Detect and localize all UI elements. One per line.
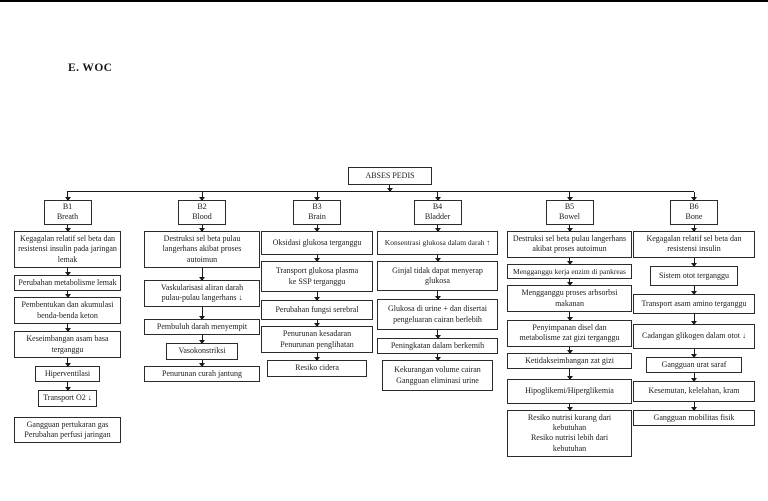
flow-box: Pembuluh darah menyempit bbox=[144, 318, 260, 336]
flow-box: Mengganggu proses arbsorbsi makanan bbox=[507, 285, 632, 313]
down-arrow-connector bbox=[566, 192, 573, 201]
flow-box: Vaskularisasi aliran darah pulau-pulau l… bbox=[144, 279, 260, 307]
down-arrow-connector bbox=[199, 359, 205, 367]
down-arrow-connector bbox=[314, 291, 320, 301]
down-arrow-connector bbox=[566, 257, 573, 265]
flow-box: Kegagalan relatif sel beta dan resistens… bbox=[633, 230, 755, 258]
flow-box: Konsentrasi glukosa dalam darah ↑ bbox=[377, 230, 498, 255]
down-arrow-connector bbox=[691, 314, 697, 326]
flow-box: Pembentukan dan akumulasi benda-benda ke… bbox=[14, 297, 121, 325]
down-arrow-connector bbox=[691, 257, 697, 267]
branch-header-b3: B3 Brain bbox=[293, 200, 341, 225]
flow-box: Ketidakseimbangan zat gizi bbox=[507, 352, 632, 370]
down-arrow-connector bbox=[199, 267, 205, 281]
branch-header-b1: B1 Breath bbox=[43, 200, 92, 225]
flow-box: Perubahan fungsi serebral bbox=[261, 299, 373, 321]
top-border-line bbox=[0, 0, 768, 2]
down-arrow-connector bbox=[566, 312, 573, 322]
flow-box: Resiko nutrisi kurang dari kebutuhan Res… bbox=[507, 409, 632, 458]
flow-box: Cadangan glikogen dalam otot ↓ bbox=[633, 324, 755, 349]
flow-box: Penurunan kesadaran Penurunan penglihata… bbox=[261, 326, 373, 354]
flow-box: Mengganggu kerja enzim di pankreas bbox=[507, 263, 632, 280]
flow-box: Gangguan pertukaran gas Perubahan perfus… bbox=[14, 416, 121, 444]
flow-box: Peningkatan dalam berkemih bbox=[377, 338, 498, 355]
flow-box: Vasokonstriksi bbox=[166, 343, 238, 360]
flow-box: Oksidasi glukosa terganggu bbox=[261, 230, 373, 256]
down-arrow-connector bbox=[434, 192, 441, 201]
flow-box: Penyimpanan disel dan metabolisme zat gi… bbox=[507, 320, 632, 347]
flow-box: Kekurangan volume cairan Gangguan elimin… bbox=[381, 360, 494, 392]
branch-header-b2: B2 Blood bbox=[178, 200, 226, 225]
flow-box: Penurunan curah jantung bbox=[144, 365, 260, 382]
down-arrow-connector bbox=[566, 279, 573, 287]
down-arrow-connector bbox=[64, 267, 71, 276]
down-arrow-connector bbox=[314, 320, 320, 328]
down-arrow-connector bbox=[199, 335, 205, 345]
down-arrow-connector bbox=[199, 192, 205, 201]
down-arrow-connector bbox=[64, 192, 71, 201]
flow-box: Perubahan metabolisme lemak bbox=[14, 274, 121, 292]
down-arrow-connector bbox=[434, 224, 441, 232]
flow-box: Resiko cidera bbox=[266, 360, 368, 377]
down-arrow-connector bbox=[691, 224, 697, 232]
branch-header-b5: B5 Bowel bbox=[545, 200, 594, 225]
down-arrow-connector bbox=[434, 291, 441, 301]
down-arrow-connector bbox=[64, 324, 71, 333]
down-arrow-connector bbox=[199, 224, 205, 232]
flow-box: Transport glukosa plasma ke SSP tergangg… bbox=[261, 261, 373, 292]
spacer bbox=[14, 407, 121, 417]
flow-box: Sistem otot terganggu bbox=[650, 265, 738, 286]
section-heading: E. WOC bbox=[68, 62, 113, 74]
down-arrow-connector bbox=[691, 348, 697, 358]
down-arrow-connector bbox=[64, 224, 71, 232]
down-arrow-connector bbox=[566, 346, 573, 354]
flow-box: Keseimbangan asam basa terganggu bbox=[14, 331, 121, 358]
flow-box: Hipoglikemi/Hiperglikemia bbox=[507, 379, 632, 404]
branch-line bbox=[67, 191, 694, 192]
flow-box: Destruksi sel beta pulau langerhans akib… bbox=[507, 230, 632, 258]
flow-box: Kegagalan relatif sel beta dan resistens… bbox=[14, 230, 121, 268]
flow-box: Glukosa di urine + dan disertai pengelua… bbox=[377, 299, 498, 331]
down-arrow-connector bbox=[386, 185, 393, 192]
down-arrow-connector bbox=[691, 192, 697, 201]
down-arrow-connector bbox=[566, 403, 573, 411]
flow-box: Transport asam amino terganggu bbox=[633, 293, 755, 315]
down-arrow-connector bbox=[314, 224, 320, 232]
down-arrow-connector bbox=[314, 192, 320, 201]
down-arrow-connector bbox=[434, 354, 441, 362]
column-b6-bone: B6 Bone Kegagalan relatif sel beta dan r… bbox=[633, 192, 755, 426]
flow-box: Gangguan mobilitas fisik bbox=[633, 409, 755, 426]
branch-header-b4: B4 Bladder bbox=[413, 200, 462, 225]
down-arrow-connector bbox=[64, 291, 71, 299]
down-arrow-connector bbox=[64, 357, 71, 367]
root-node: ABSES PEDIS bbox=[348, 167, 432, 186]
column-b5-bowel: B5 Bowel Destruksi sel beta pulau langer… bbox=[507, 192, 632, 458]
down-arrow-connector bbox=[691, 401, 697, 411]
down-arrow-connector bbox=[566, 369, 573, 381]
branch-header-b6: B6 Bone bbox=[670, 200, 718, 225]
column-b4-bladder: B4 Bladder Konsentrasi glukosa dalam dar… bbox=[377, 192, 498, 392]
down-arrow-connector bbox=[199, 306, 205, 320]
flow-box: Destruksi sel beta pulau langerhans akib… bbox=[144, 230, 260, 268]
flow-box: Kesemutan, kelelahan, kram bbox=[633, 381, 755, 402]
flow-box: Gangguan urat saraf bbox=[646, 356, 742, 374]
flow-box: Transport O2 ↓ bbox=[37, 390, 98, 407]
column-b2-blood: B2 Blood Destruksi sel beta pulau langer… bbox=[144, 192, 260, 382]
column-b3-brain: B3 Brain Oksidasi glukosa terganggu Tran… bbox=[261, 192, 373, 377]
down-arrow-connector bbox=[314, 353, 320, 362]
down-arrow-connector bbox=[434, 254, 441, 262]
down-arrow-connector bbox=[566, 224, 573, 232]
flow-box: Hiperventilasi bbox=[35, 365, 100, 383]
column-b1-breath: B1 Breath Kegagalan relatif sel beta dan… bbox=[14, 192, 121, 444]
down-arrow-connector bbox=[691, 285, 697, 295]
down-arrow-connector bbox=[691, 373, 697, 383]
down-arrow-connector bbox=[434, 330, 441, 340]
flow-box: Ginjal tidak dapat menyerap glukosa bbox=[377, 260, 498, 292]
down-arrow-connector bbox=[64, 382, 71, 392]
down-arrow-connector bbox=[314, 255, 320, 263]
